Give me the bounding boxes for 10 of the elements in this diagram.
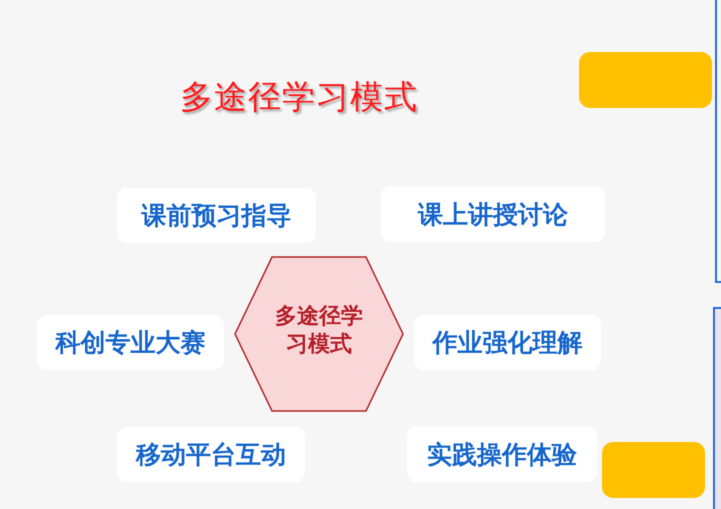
title: 多途径学习模式 [180,80,418,113]
topic-box: 科创专业大赛 [37,315,224,370]
topic-box: 移动平台互动 [117,427,305,482]
hexagon-text: 多途径学习模式 [274,303,364,359]
topic-box: 实践操作体验 [407,426,597,482]
empty-box [602,442,705,498]
empty-box [579,52,712,108]
topic-box: 课前预习指导 [117,188,316,243]
topic-box: 作业强化理解 [414,315,601,370]
topic-box: 课上讲授讨论 [381,186,605,242]
